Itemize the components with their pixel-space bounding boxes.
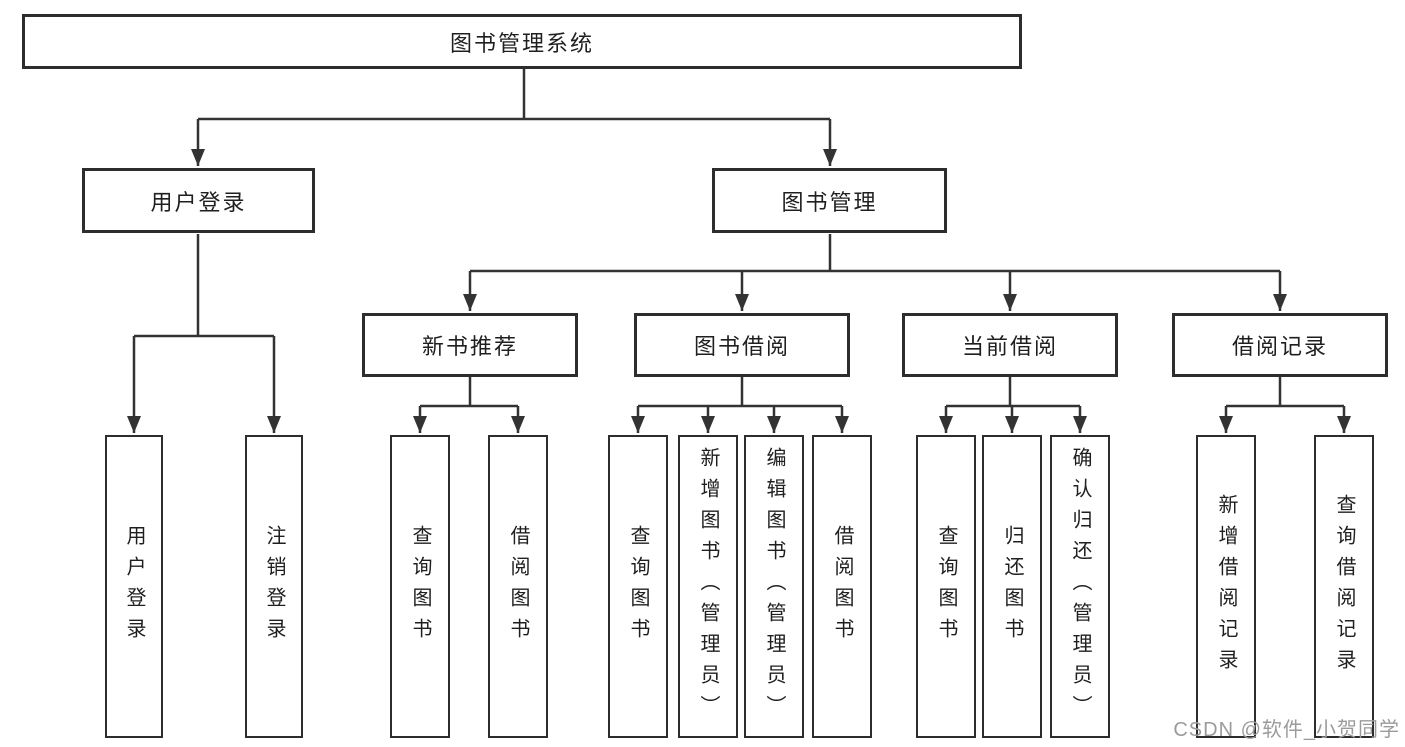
csdn-watermark: CSDN @软件_小贺同学 (1173, 719, 1400, 741)
node-label: 归还图书 (1001, 524, 1023, 649)
node-label: 编辑图书（管理员） (763, 447, 785, 726)
leaf-recommend-borrow-book: 借阅图书 (488, 435, 548, 738)
node-label: 借阅图书 (831, 524, 853, 649)
node-label: 新增图书（管理员） (697, 447, 719, 726)
node-label: 确认归还（管理员） (1069, 447, 1091, 726)
node-label: 用户登录 (150, 189, 247, 215)
leaf-borrow-add-book-admin: 新增图书（管理员） (678, 435, 738, 738)
node-library-management-system: 图书管理系统 (22, 14, 1022, 69)
leaf-current-confirm-return-admin: 确认归还（管理员） (1050, 435, 1110, 738)
leaf-records-add-record: 新增借阅记录 (1196, 435, 1256, 738)
node-label: 查询图书 (409, 524, 431, 649)
node-book-borrow: 图书借阅 (634, 313, 850, 377)
node-label: 查询图书 (627, 524, 649, 649)
node-label: 图书管理 (781, 189, 878, 215)
node-label: 用户登录 (123, 524, 145, 649)
leaf-current-return-book: 归还图书 (982, 435, 1042, 738)
node-label: 新增借阅记录 (1215, 493, 1237, 680)
node-borrow-records: 借阅记录 (1172, 313, 1388, 377)
node-book-management: 图书管理 (712, 168, 947, 233)
node-label: 图书借阅 (693, 334, 790, 359)
leaf-borrow-query-book: 查询图书 (608, 435, 668, 738)
node-label: 图书管理系统 (449, 30, 594, 56)
node-label: 查询图书 (935, 524, 957, 649)
leaf-logout: 注销登录 (245, 435, 303, 738)
node-user-login: 用户登录 (82, 168, 315, 233)
leaf-recommend-query-book: 查询图书 (390, 435, 450, 738)
node-label: 注销登录 (263, 524, 285, 649)
node-new-book-recommend: 新书推荐 (362, 313, 578, 377)
node-current-borrow: 当前借阅 (902, 313, 1118, 377)
leaf-borrow-borrow-book: 借阅图书 (812, 435, 872, 738)
leaf-user-login: 用户登录 (105, 435, 163, 738)
leaf-current-query-book: 查询图书 (916, 435, 976, 738)
node-label: 借阅记录 (1231, 334, 1328, 359)
node-label: 查询借阅记录 (1333, 493, 1355, 680)
node-label: 新书推荐 (421, 334, 518, 359)
node-label: 当前借阅 (961, 334, 1058, 359)
node-label: 借阅图书 (507, 524, 529, 649)
leaf-records-query-record: 查询借阅记录 (1314, 435, 1374, 738)
leaf-borrow-edit-book-admin: 编辑图书（管理员） (744, 435, 804, 738)
